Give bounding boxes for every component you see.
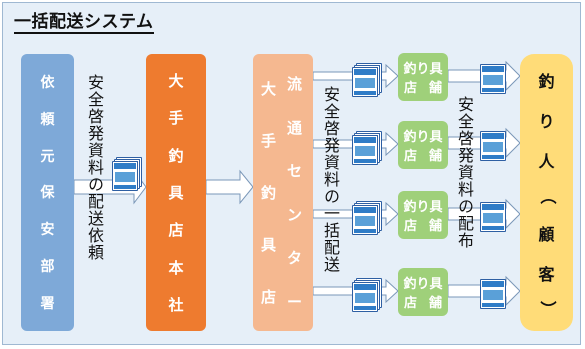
document-stack-icon xyxy=(352,63,382,97)
document-icon xyxy=(480,64,508,94)
document-stack-icon xyxy=(352,201,382,235)
hq-char: 社 xyxy=(168,295,184,314)
document-stack-icon xyxy=(112,157,142,191)
origin-char: 部 xyxy=(40,258,55,275)
tackle-shop-box: 釣り具 店舗 xyxy=(398,191,448,239)
shop-label: 店 xyxy=(403,81,417,96)
center-char: ー xyxy=(287,292,303,311)
origin-char: 依 xyxy=(40,75,55,92)
shop-label: 釣り具 xyxy=(403,62,443,77)
center-char: ン xyxy=(287,205,303,224)
document-icon xyxy=(480,279,508,309)
shop-label: 釣り具 xyxy=(403,277,443,292)
angler-char: 顧 xyxy=(538,224,555,244)
hq-char: 手 xyxy=(168,109,184,128)
document-icon xyxy=(480,131,508,161)
hq-char: 大 xyxy=(168,72,184,91)
center-char: 具 xyxy=(261,236,277,255)
hq-char: 店 xyxy=(168,221,184,240)
angler-char: り xyxy=(538,112,555,132)
center-char: 店 xyxy=(261,288,277,307)
hq-char: 具 xyxy=(168,183,184,202)
shop-label: 店 xyxy=(403,149,417,164)
origin-char: 頼 xyxy=(40,112,55,129)
shop-label: 釣り具 xyxy=(403,130,443,145)
shop-label: 店 xyxy=(403,219,417,234)
origin-char: 署 xyxy=(40,295,55,312)
shop-label: 舗 xyxy=(428,219,442,234)
tackle-shop-box: 釣り具 店舗 xyxy=(398,121,448,169)
requesting-safety-department: 依 頼 元 保 安 部 署 xyxy=(21,54,74,331)
shop-label: 舗 xyxy=(428,296,442,311)
center-char: 大 xyxy=(261,79,277,98)
origin-char: 保 xyxy=(40,185,55,202)
hq-char: 釣 xyxy=(168,146,184,165)
page-title: 一括配送システム xyxy=(14,12,154,34)
center-char: 手 xyxy=(261,131,277,150)
center-char: 釣 xyxy=(261,183,277,202)
center-char: セ xyxy=(287,162,303,181)
shop-label: 釣り具 xyxy=(403,200,443,215)
major-tackle-store-hq: 大 手 釣 具 店 本 社 xyxy=(146,54,206,331)
document-icon xyxy=(480,202,508,232)
origin-char: 元 xyxy=(40,148,55,165)
document-stack-icon xyxy=(352,278,382,312)
shop-label: 舗 xyxy=(428,81,442,96)
angler-customer: 釣 り 人 （ 顧 客 ） xyxy=(520,54,573,331)
tackle-shop-box: 釣り具 店舗 xyxy=(398,53,448,101)
center-char: 通 xyxy=(287,118,303,137)
angler-char: （ xyxy=(537,188,557,205)
angler-char: 人 xyxy=(538,152,555,172)
distribution-label: 安全啓発資料の配布 xyxy=(455,96,474,249)
angler-char: 客 xyxy=(538,264,555,284)
shop-label: 舗 xyxy=(428,149,442,164)
center-char: タ xyxy=(287,249,303,268)
shop-label: 店 xyxy=(403,296,417,311)
bulk-delivery-label: 安全啓発資料の一括配送 xyxy=(321,86,340,273)
document-stack-icon xyxy=(352,131,382,165)
tackle-shop-box: 釣り具 店舗 xyxy=(398,268,448,316)
request-label: 安全啓発資料の配送依頼 xyxy=(85,74,104,261)
origin-char: 安 xyxy=(40,222,55,239)
center-char: 流 xyxy=(287,75,303,94)
distribution-center: 大 手 釣 具 店 流 通 セ ン タ ー xyxy=(253,54,313,331)
angler-char: 釣 xyxy=(538,72,555,92)
angler-char: ） xyxy=(537,300,557,317)
hq-char: 本 xyxy=(168,258,184,277)
